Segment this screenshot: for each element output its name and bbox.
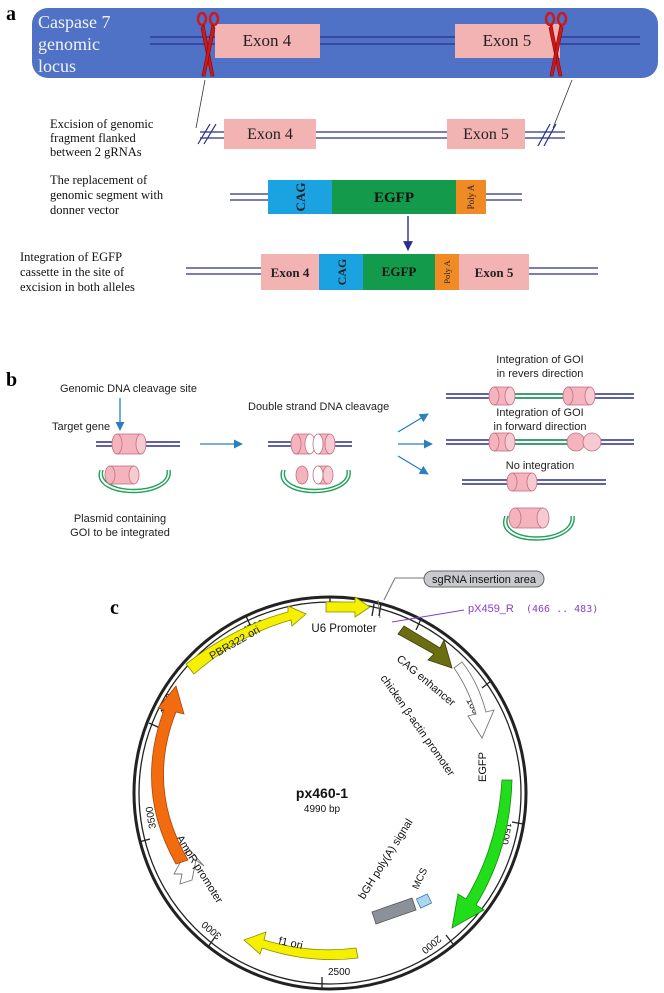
sgrna-insertion-box (423, 570, 545, 588)
excised-exon-4 (224, 119, 316, 149)
free-plasmid-loop (502, 515, 575, 541)
excised-exon-4-label: Exon 4 (247, 126, 293, 143)
locus-exon-4 (215, 24, 320, 58)
excised-exon-5 (447, 119, 525, 149)
locus-title-line-1: Caspase 7 (38, 12, 110, 32)
excision-text-3: between 2 gRNAs (50, 145, 142, 159)
tick-2000: 2000 (419, 933, 443, 956)
integrated-exon-4 (261, 254, 319, 290)
ampicillin-gene-label: AmpicillinR gene (174, 736, 205, 818)
excised-exon-5-label: Exon 5 (463, 126, 509, 143)
f1-ori-label: f1 ori (277, 935, 303, 952)
revers-dna-strand (446, 393, 634, 399)
sgrna-insertion-label: sgRNA insertion area (432, 574, 537, 586)
integrated-exon-4-label: Exon 4 (271, 265, 310, 280)
integrated-exon-5-label: Exon 5 (475, 265, 514, 280)
no-integration-label: No integration (506, 460, 575, 472)
forward-text-1: Integration of GOI (496, 407, 583, 419)
insertion-marks (371, 603, 382, 617)
ampicillin-gene-arrow (151, 685, 189, 865)
excision-text-2: fragment flanked (50, 131, 136, 145)
u6-promoter-label: U6 Promoter (311, 623, 376, 635)
forward-text-2: in forward direction (494, 421, 587, 433)
integrated-polya-segment (435, 254, 459, 290)
replacement-text-3: donner vector (50, 203, 120, 217)
sgrna-leader (377, 577, 424, 619)
plasmid-gene-cylinder (104, 465, 140, 485)
replacement-text-1: The replacement of (50, 173, 148, 187)
mcs-label: MCS (411, 866, 431, 891)
scissors-icon (196, 11, 220, 77)
panel-b-label: b (6, 369, 17, 391)
locus-exon-5 (455, 24, 560, 58)
donor-polya-segment (456, 180, 486, 214)
locus-title-line-2: genomic (38, 34, 100, 54)
integration-text-3: excision in both alleles (20, 280, 135, 294)
forward-gene-cylinders (488, 432, 602, 452)
locus-background (32, 8, 658, 78)
replacement-text-2: genomic segment with (50, 188, 164, 202)
double-strand-label: Double strand DNA cleavage (248, 401, 389, 413)
mcs-block (415, 893, 433, 909)
egfp-label: EGFP (477, 752, 489, 782)
bgh-polya-block (371, 897, 417, 925)
panel-a-label: a (6, 3, 16, 25)
plasmid-size: 4990 bp (304, 804, 341, 815)
donor-plasmid-loop (98, 469, 171, 494)
plasmid-text-1: Plasmid containing (74, 513, 166, 525)
revers-text-2: in revers direction (497, 368, 584, 380)
integrated-polya-label: Poly A (442, 259, 452, 283)
u6-promoter-arrow (325, 596, 371, 618)
donor-polya-label: Poly A (466, 184, 476, 209)
bgh-label: bGH poly(A) signal (356, 817, 415, 902)
integrated-cag-label: CAG (335, 259, 349, 286)
excision-guide-lines (195, 79, 573, 129)
egfp-arrow (451, 779, 513, 929)
excision-text-1: Excision of genomic (50, 117, 154, 131)
donor-egfp-label: EGFP (374, 190, 414, 206)
cleaved-gene-cylinder (290, 433, 336, 455)
integrated-egfp-label: EGFP (382, 264, 417, 279)
primer-range: (466 .. 483) (526, 604, 598, 615)
donor-egfp-segment (332, 180, 456, 214)
integration-text-2: cassette in the site of (20, 265, 125, 279)
target-gene-cylinder (111, 433, 147, 455)
primer-name: pX459_R (468, 603, 514, 615)
target-gene-label: Target gene (52, 421, 110, 433)
plasmid-name: px460-1 (296, 785, 348, 801)
ampr-promoter-arrow (173, 847, 205, 885)
locus-exon-4-label: Exon 4 (243, 31, 292, 50)
free-plasmid-gene (508, 507, 550, 529)
tick-2500: 2500 (328, 967, 351, 978)
panel-c-label: c (110, 597, 119, 619)
scissors-icon (544, 11, 568, 77)
cag-enhancer-arrow (397, 625, 453, 669)
revers-text-1: Integration of GOI (496, 354, 583, 366)
plasmid-text-2: GOI to be integrated (70, 527, 170, 539)
cleavage-site-label: Genomic DNA cleavage site (60, 383, 197, 395)
no-integration-gene (506, 472, 538, 492)
donor-cag-segment (268, 180, 332, 214)
chicken-actin-promoter-arrow (453, 661, 495, 739)
donor-cag-label: CAG (293, 183, 308, 212)
integrated-cag-segment (319, 254, 363, 290)
forward-dna-strand (446, 439, 634, 445)
integration-text-1: Integration of EGFP (20, 250, 122, 264)
cleaved-plasmid-gene (295, 465, 334, 485)
cleaved-plasmid-loop (280, 469, 351, 494)
f1-ori-arrow (243, 931, 359, 961)
integrated-egfp-segment (363, 254, 435, 290)
pbr322-ori-arrow (185, 605, 307, 675)
integrated-exon-5 (459, 254, 529, 290)
tick-3000: 3000 (199, 918, 223, 941)
outcome-arrows (397, 413, 433, 475)
revers-gene-cylinders (488, 386, 596, 406)
locus-title-line-3: locus (38, 56, 76, 76)
primer-leader (391, 609, 465, 623)
locus-exon-5-label: Exon 5 (483, 31, 532, 50)
